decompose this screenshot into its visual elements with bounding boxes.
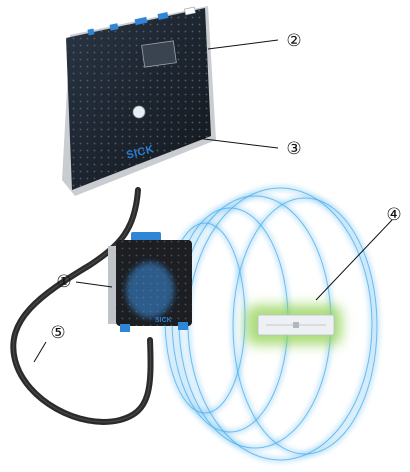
reader-connector-5 [184, 6, 196, 16]
reader-status-led [132, 105, 146, 119]
callout-leaders [33, 39, 393, 363]
callout-number-2: ② [286, 31, 301, 51]
antenna-logo: SICK [155, 317, 172, 324]
tag-chip [293, 322, 299, 328]
rfid-antenna-device: SICK [108, 232, 192, 332]
callout-number-3: ③ [286, 139, 301, 159]
reader-dot-grid [66, 8, 211, 190]
antenna-emission-glow [126, 262, 174, 318]
rf-field-ring-5-line [232, 197, 378, 455]
reader-display [141, 40, 177, 68]
callout-4-leader [315, 219, 393, 301]
rfid-reader-device: SICK [62, 6, 216, 196]
callout-1-leader [75, 281, 113, 288]
callout-number-5: ⑤ [50, 323, 65, 343]
antenna-foot-left [120, 324, 130, 332]
reader-connector-2 [109, 23, 119, 31]
callout-number-1: ① [56, 272, 71, 292]
reader-antenna-cable-highlight [12, 189, 152, 423]
reader-connector-1 [87, 28, 95, 36]
rfid-transponder-tag [246, 305, 342, 345]
antenna-foot-right [178, 322, 188, 330]
reader-connector-3 [134, 16, 148, 26]
callout-number-4: ④ [386, 205, 401, 225]
callout-3-leader [195, 137, 279, 149]
callout-2-leader [207, 39, 279, 50]
reader-connector-4 [157, 12, 169, 20]
callout-5-leader [33, 341, 47, 363]
